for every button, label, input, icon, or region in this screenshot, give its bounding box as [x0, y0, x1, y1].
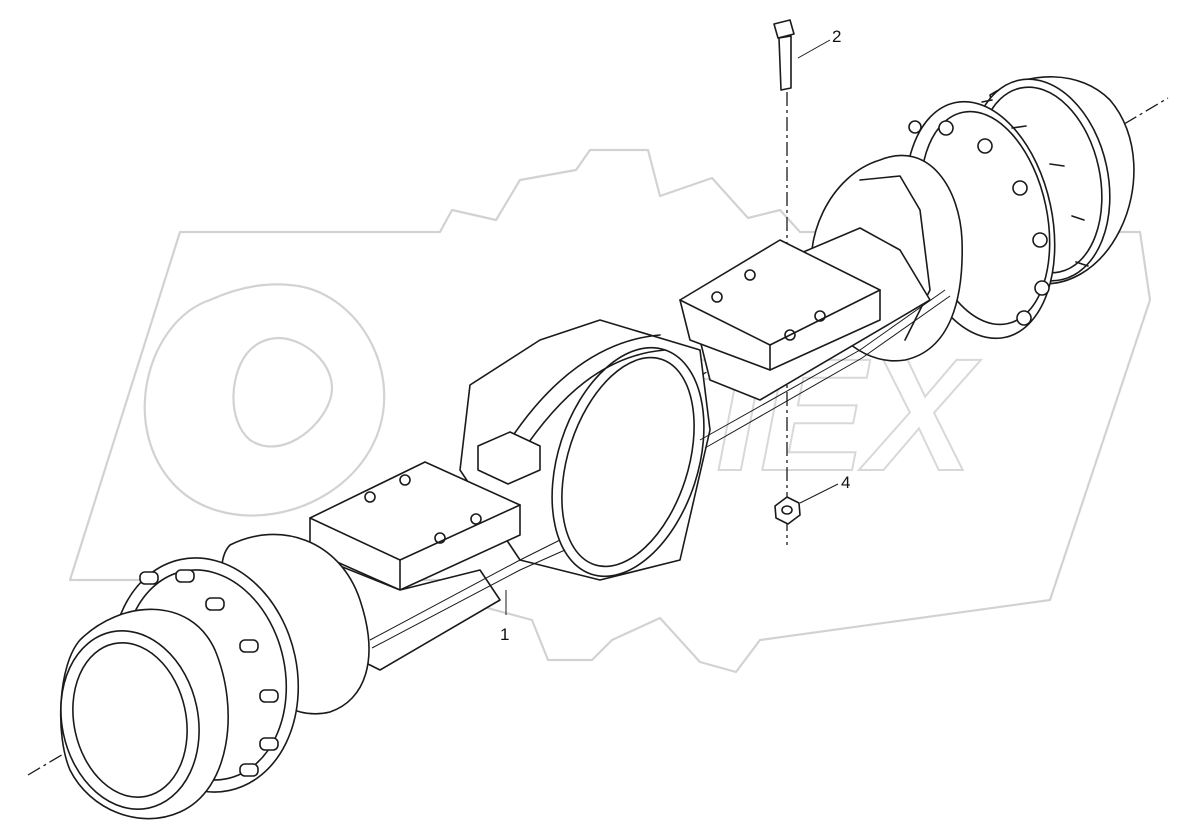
leader-line-4	[799, 483, 839, 504]
left-hub-studs	[139, 569, 279, 777]
right-hub-studs	[981, 99, 1089, 267]
right-hub-bolts	[908, 120, 1050, 326]
u-bolt-part	[773, 19, 795, 91]
callout-label-2: 2	[832, 27, 841, 46]
watermark-letter-o	[143, 283, 386, 517]
callout-1: 1	[500, 590, 509, 644]
nut-part	[774, 496, 801, 525]
callout-label-4: 4	[841, 473, 850, 492]
callout-4: 4	[799, 473, 850, 504]
left-wheel-hub	[59, 533, 370, 820]
watermark-gear	[68, 148, 1152, 674]
callout-2: 2	[797, 27, 841, 59]
leader-line-2	[797, 39, 831, 59]
callout-label-1: 1	[500, 625, 509, 644]
